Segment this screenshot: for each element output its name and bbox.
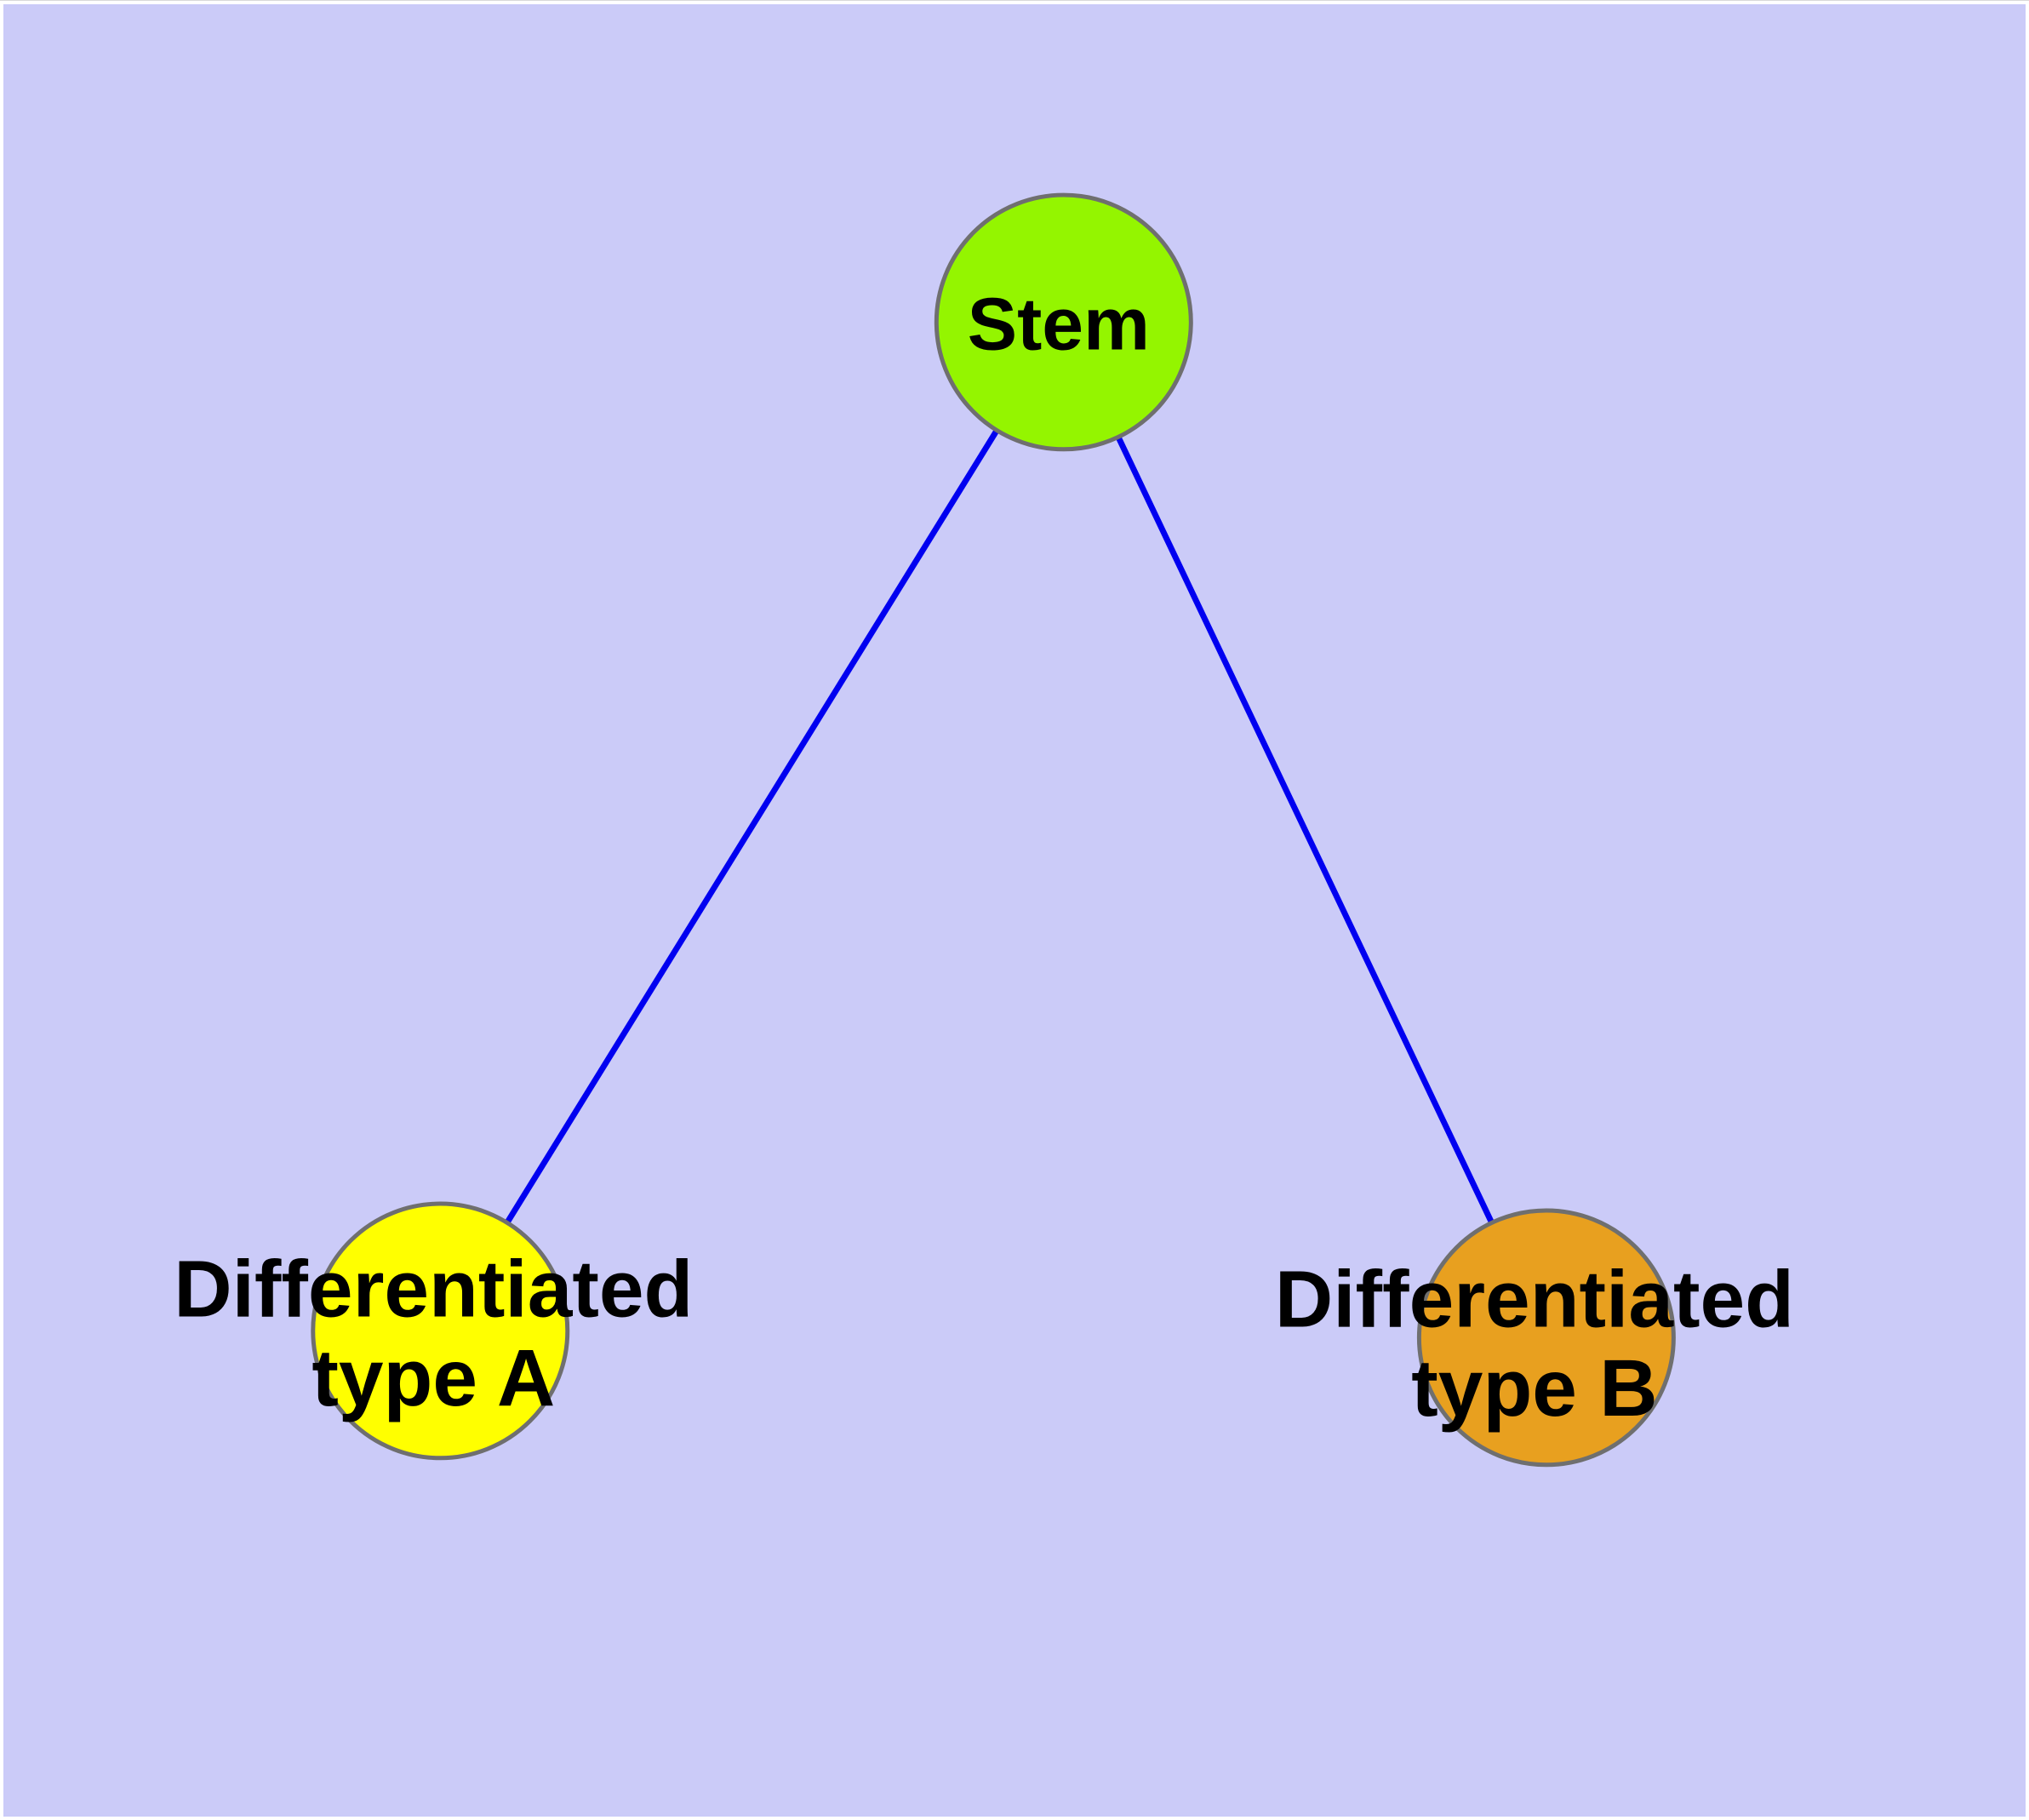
node-type-a-label-line1: Differentiated xyxy=(174,1245,693,1335)
node-type-a-circle xyxy=(311,1201,570,1461)
node-stem-label: Stem xyxy=(968,282,1150,365)
edge-stem-to-type-b xyxy=(1060,320,1550,1339)
node-type-b-label-line2: type B xyxy=(1411,1343,1657,1434)
node-type-b-label-line1: Differentiated xyxy=(1275,1254,1794,1344)
cell-differentiation-diagram: Stem Differentiated type A Differentiate… xyxy=(3,4,2026,1817)
edge-stem-to-type-a xyxy=(437,320,1066,1333)
node-type-b-circle xyxy=(1416,1208,1676,1468)
node-type-a-label-line2: type A xyxy=(311,1333,555,1423)
node-stem-circle xyxy=(934,192,1193,452)
